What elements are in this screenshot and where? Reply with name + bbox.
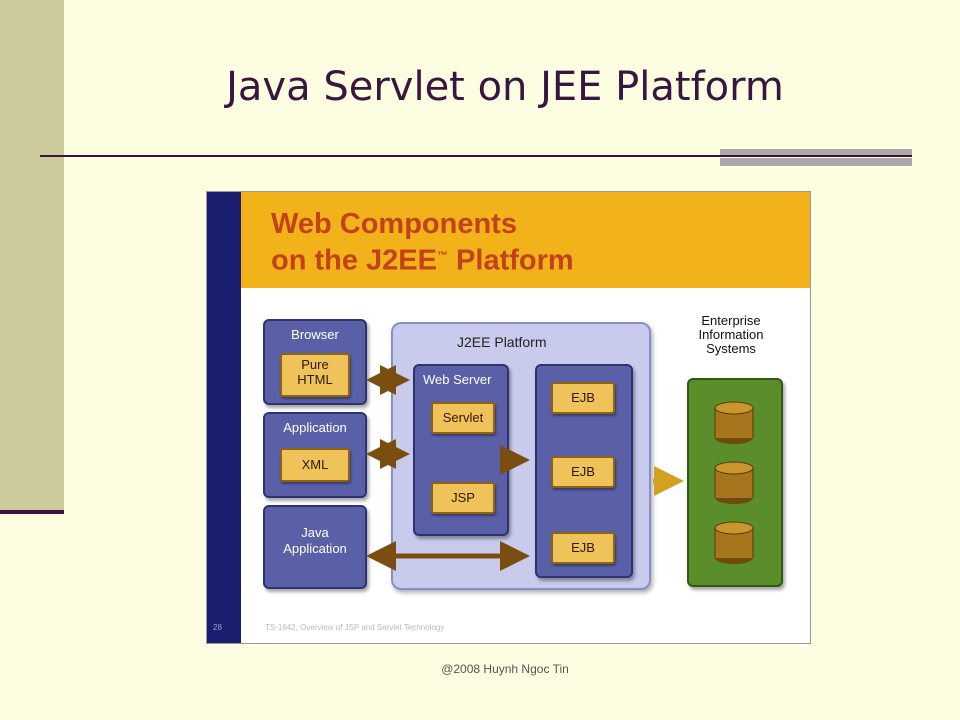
ejb-container-box: EJB EJB EJB (535, 364, 633, 578)
browser-box: Browser Pure HTML (263, 319, 367, 405)
web-server-label: Web Server (423, 372, 492, 387)
slide-footer: @2008 Huynh Ngoc Tin (441, 662, 569, 676)
ejb-badge-3: EJB (551, 532, 615, 564)
servlet-badge: Servlet (431, 402, 495, 434)
ejb-badge-2: EJB (551, 456, 615, 488)
figure-title: Web Components on the J2EE™ Platform (271, 208, 574, 277)
jsp-badge: JSP (431, 482, 495, 514)
browser-label: Browser (291, 327, 339, 342)
figure-title-line1: Web Components (271, 208, 517, 240)
pure-html-badge: Pure HTML (280, 353, 350, 397)
title-divider-accent-top (720, 149, 912, 155)
figure-header-band (241, 192, 810, 288)
j2ee-platform-label: J2EE Platform (457, 334, 547, 350)
left-accent-bar (0, 0, 64, 512)
java-application-label: Java Application (283, 525, 347, 556)
ejb-badge-1: EJB (551, 382, 615, 414)
arrows-layer (366, 365, 684, 571)
figure-left-band (207, 192, 241, 643)
figure-title-line2: on the J2EE™ Platform (271, 244, 574, 277)
xml-badge: XML (280, 448, 350, 482)
figure-slide-number: 28 (213, 623, 222, 632)
slide-title: Java Servlet on JEE Platform (226, 64, 784, 110)
figure-slide-caption: TS-1642, Overview of JSP and Servlet Tec… (265, 623, 445, 632)
eis-container-box (687, 378, 783, 587)
application-label: Application (283, 420, 347, 435)
architecture-diagram-image: Web Components on the J2EE™ Platform Bro… (206, 191, 811, 644)
title-divider (40, 155, 912, 157)
left-accent-rule (0, 510, 64, 514)
java-application-box: Java Application (263, 505, 367, 589)
title-divider-accent-bottom (720, 158, 912, 166)
application-box: Application XML (263, 412, 367, 498)
database-icon-3 (714, 521, 754, 564)
database-icon-1 (714, 401, 754, 444)
database-icon-2 (714, 461, 754, 504)
eis-label: Enterprise Information Systems (698, 313, 764, 356)
